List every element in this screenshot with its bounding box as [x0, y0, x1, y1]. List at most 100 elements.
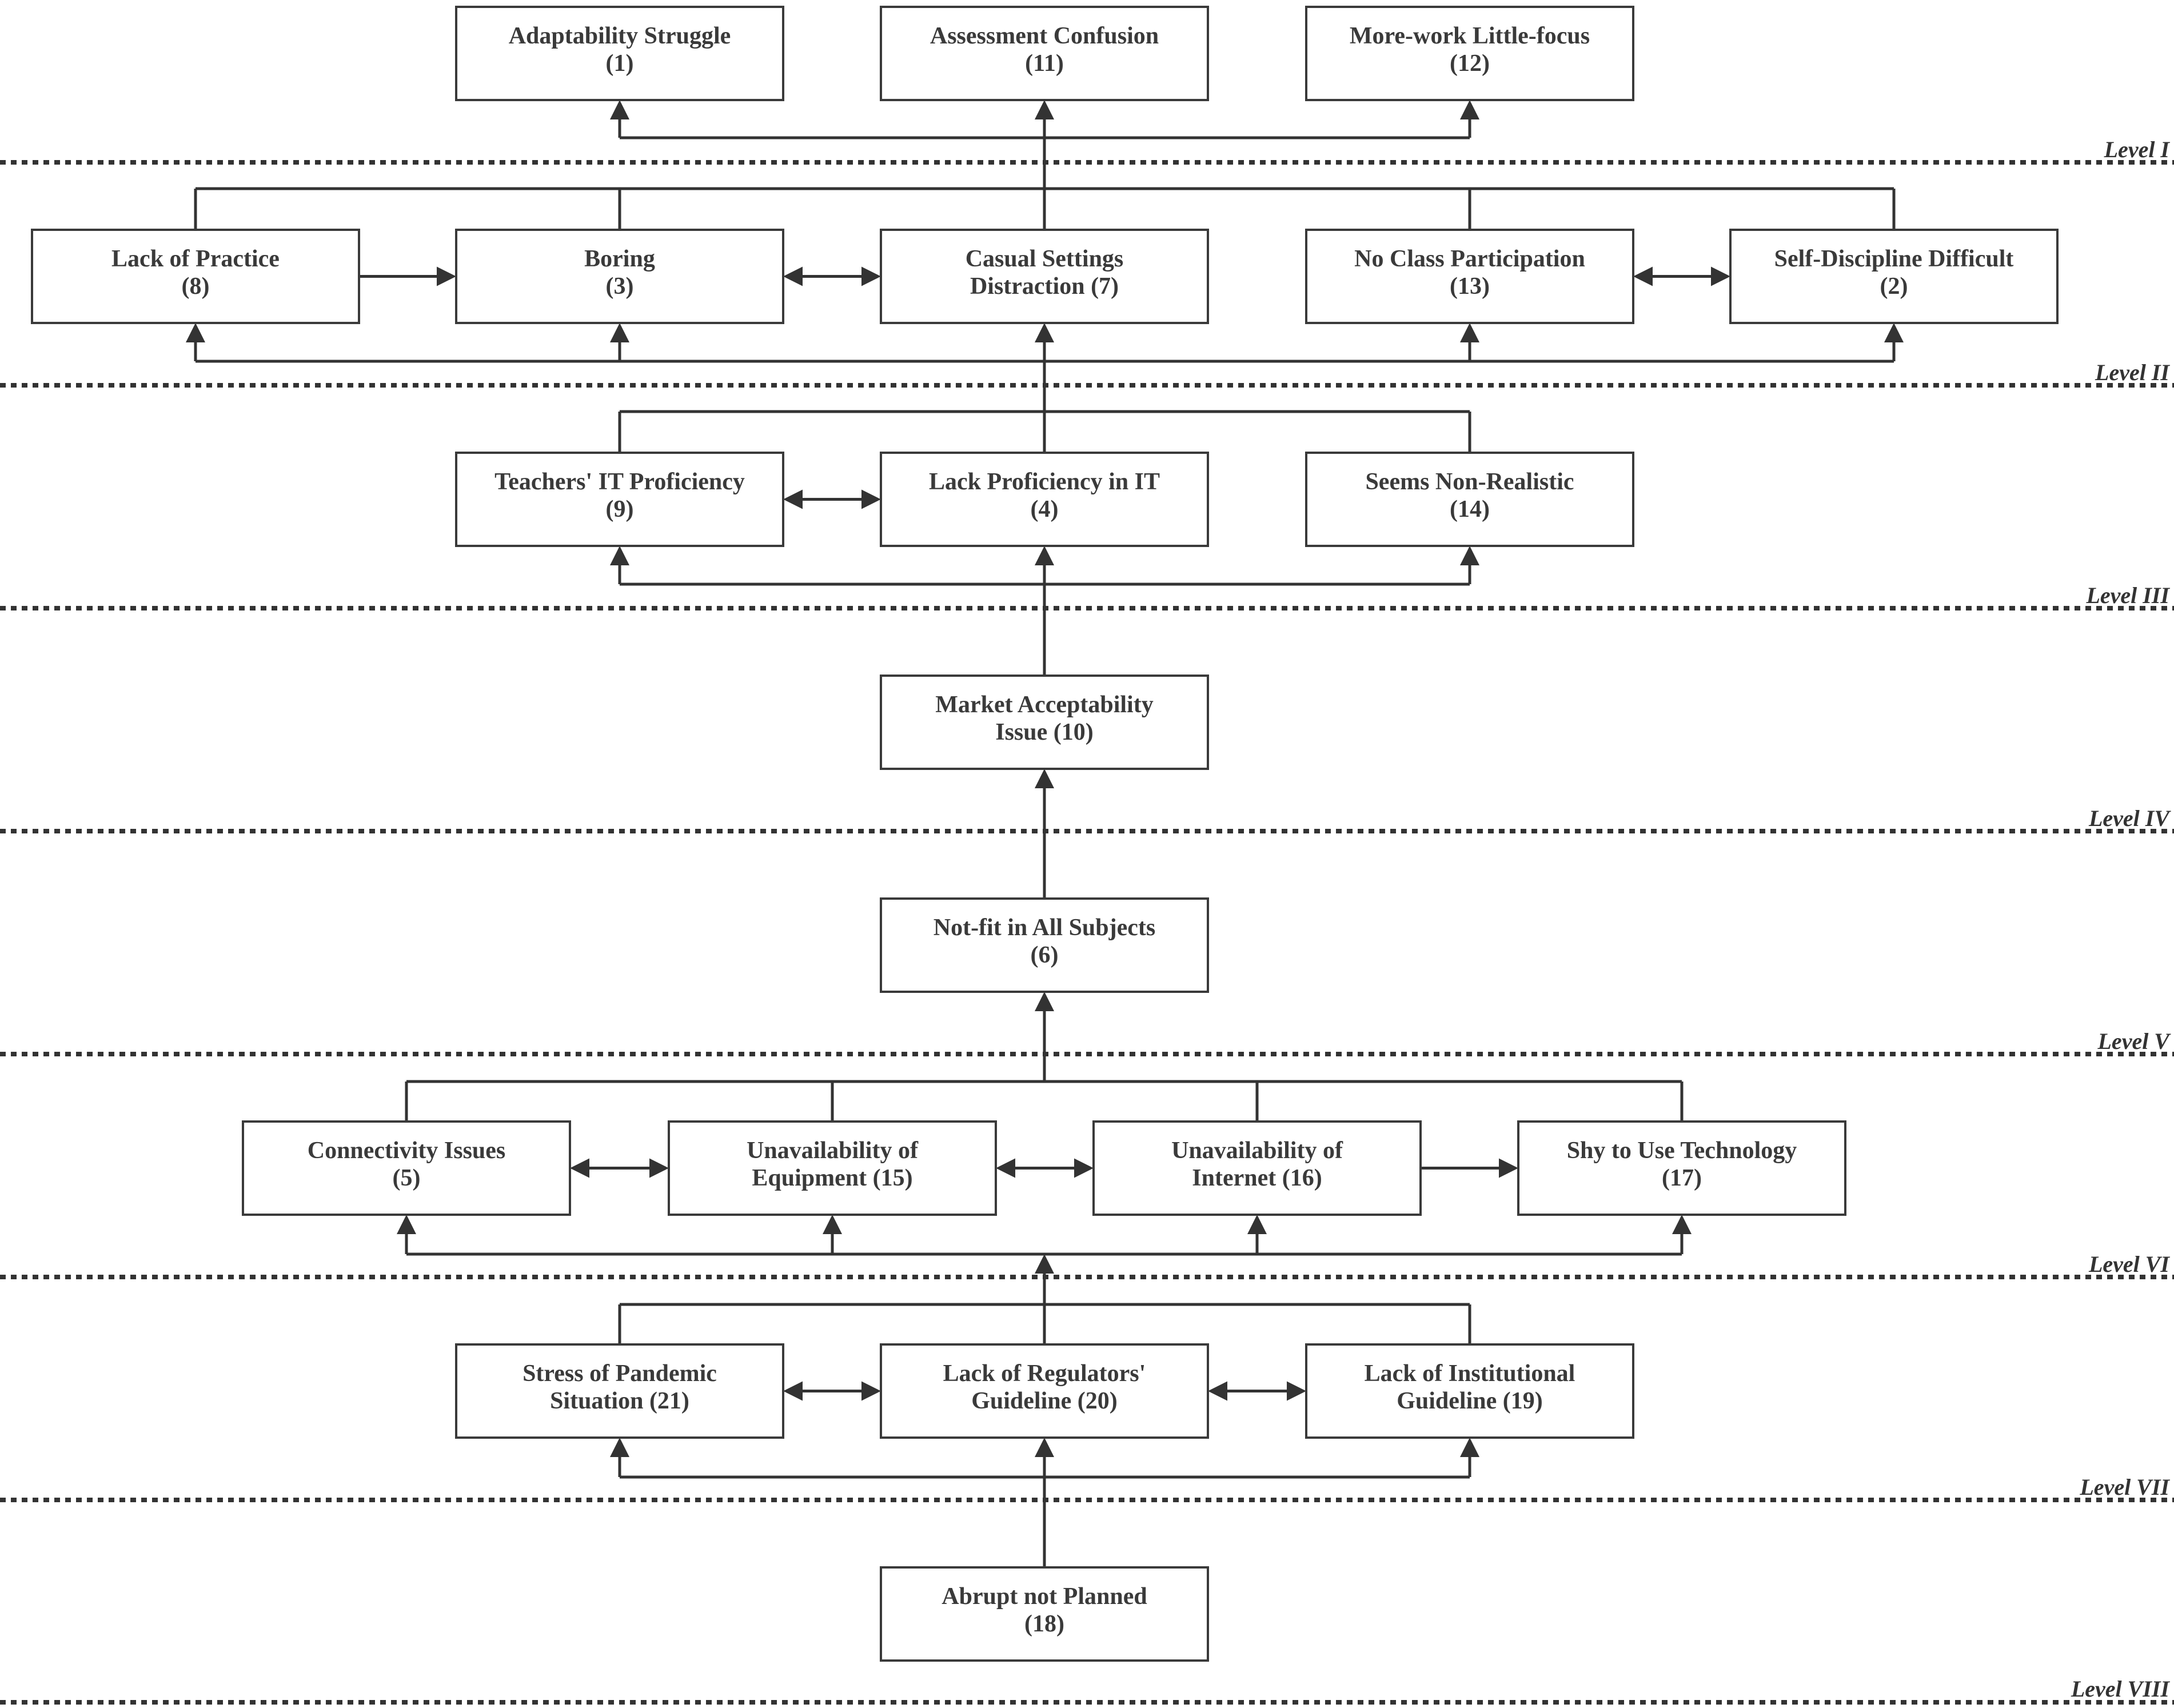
node-label-13-line-2: (13)	[1450, 273, 1490, 300]
node-9: Teachers' IT Proficiency(9)	[455, 452, 784, 547]
node-box-10	[880, 675, 1209, 770]
edge-10-to-9-head	[610, 546, 629, 565]
node-label-11-line-2: (11)	[1025, 50, 1064, 77]
node-label-13-line-1: No Class Participation	[1354, 246, 1585, 272]
node-label-1-line-2: (1)	[606, 50, 634, 77]
node-box-8	[31, 229, 360, 324]
node-label-14-line-2: (14)	[1450, 496, 1490, 522]
node-box-4	[880, 452, 1209, 547]
node-box-18	[880, 1566, 1209, 1662]
node-14: Seems Non-Realistic(14)	[1305, 452, 1634, 547]
node-label-18-line-2: (18)	[1024, 1611, 1064, 1637]
node-label-9-line-2: (9)	[606, 496, 634, 522]
edge-7-to-11-head	[1035, 100, 1054, 119]
node-box-9	[455, 452, 784, 547]
node-label-10-line-1: Market Acceptability	[935, 692, 1153, 718]
node-box-16	[1092, 1120, 1422, 1216]
edge-7-to-12-head	[1460, 100, 1479, 119]
node-label-6-line-1: Not-fit in All Subjects	[934, 915, 1156, 941]
edge-6-to-10-head	[1035, 769, 1054, 788]
edge-10-to-14-head	[1460, 546, 1479, 565]
node-label-7-line-2: Distraction (7)	[970, 273, 1119, 300]
edge-20-19-head-left	[1208, 1381, 1227, 1401]
node-4: Lack Proficiency in IT(4)	[880, 452, 1209, 547]
level-label-1: Level I	[2104, 137, 2171, 162]
edge-level6-to-6-head	[1035, 992, 1054, 1011]
node-box-2	[1729, 229, 2059, 324]
node-label-21-line-2: Situation (21)	[550, 1388, 689, 1414]
node-label-6-line-2: (6)	[1031, 942, 1059, 968]
edge-21-20-head-right	[861, 1381, 881, 1401]
node-box-1	[455, 6, 784, 101]
edge-4-to-13-head	[1460, 323, 1479, 342]
edge-15-16-head-left	[996, 1158, 1015, 1178]
node-17: Shy to Use Technology(17)	[1517, 1120, 1846, 1216]
node-label-19-line-2: Guideline (19)	[1397, 1388, 1543, 1414]
edge-4-to-3-head	[610, 323, 629, 342]
node-13: No Class Participation(13)	[1305, 229, 1634, 324]
node-label-8-line-1: Lack of Practice	[111, 246, 280, 272]
node-box-5	[242, 1120, 571, 1216]
node-label-3-line-1: Boring	[584, 246, 655, 272]
node-label-15-line-1: Unavailability of	[747, 1138, 919, 1164]
node-label-4-line-1: Lack Proficiency in IT	[929, 469, 1160, 495]
node-label-1-line-1: Adaptability Struggle	[509, 23, 731, 49]
edge-20-to-15-head	[823, 1215, 842, 1234]
node-box-14	[1305, 452, 1634, 547]
node-label-12-line-2: (12)	[1450, 50, 1490, 77]
level-label-2: Level II	[2095, 360, 2170, 385]
node-box-20	[880, 1343, 1209, 1439]
node-box-15	[668, 1120, 997, 1216]
node-12: More-work Little-focus(12)	[1305, 6, 1634, 101]
edge-18-to-19-head	[1460, 1438, 1479, 1457]
edge-15-16-head-right	[1074, 1158, 1094, 1178]
node-20: Lack of Regulators'Guideline (20)	[880, 1343, 1209, 1439]
node-label-2-line-2: (2)	[1880, 273, 1908, 300]
node-18: Abrupt not Planned(18)	[880, 1566, 1209, 1662]
edge-4-to-7-head	[1035, 323, 1054, 342]
level-label-5: Level V	[2097, 1028, 2172, 1054]
node-box-7	[880, 229, 1209, 324]
node-6: Not-fit in All Subjects(6)	[880, 897, 1209, 993]
node-label-14-line-1: Seems Non-Realistic	[1365, 469, 1574, 495]
edge-13-2-head-right	[1711, 266, 1730, 286]
node-label-10-line-2: Issue (10)	[995, 719, 1094, 745]
edge-5-15-head-left	[570, 1158, 589, 1178]
node-box-12	[1305, 6, 1634, 101]
node-label-5-line-1: Connectivity Issues	[308, 1138, 506, 1164]
edge-20-to-5-head	[397, 1215, 416, 1234]
node-box-19	[1305, 1343, 1634, 1439]
level-label-4: Level IV	[2088, 805, 2171, 831]
level-label-6: Level VI	[2088, 1251, 2170, 1277]
node-label-18-line-1: Abrupt not Planned	[942, 1583, 1147, 1610]
node-box-17	[1517, 1120, 1846, 1216]
node-11: Assessment Confusion(11)	[880, 6, 1209, 101]
node-3: Boring(3)	[455, 229, 784, 324]
node-box-3	[455, 229, 784, 324]
node-label-16-line-2: Internet (16)	[1192, 1165, 1322, 1191]
edge-21-20-head-left	[783, 1381, 803, 1401]
relation-arrows	[186, 100, 1904, 1567]
node-label-8-line-2: (8)	[182, 273, 210, 300]
node-label-12-line-1: More-work Little-focus	[1350, 23, 1590, 49]
node-box-13	[1305, 229, 1634, 324]
node-8: Lack of Practice(8)	[31, 229, 360, 324]
edge-3-7-head-right	[861, 266, 881, 286]
edge-3-7-head-left	[783, 266, 803, 286]
edge-13-2-head-left	[1633, 266, 1653, 286]
node-5: Connectivity Issues(5)	[242, 1120, 571, 1216]
node-label-20-line-1: Lack of Regulators'	[943, 1360, 1146, 1387]
node-box-6	[880, 897, 1209, 993]
node-1: Adaptability Struggle(1)	[455, 6, 784, 101]
node-label-11-line-1: Assessment Confusion	[930, 23, 1159, 49]
edge-10-to-4-head	[1035, 546, 1054, 565]
edge-5-15-head-right	[649, 1158, 669, 1178]
edge-20-to-16-head	[1247, 1215, 1267, 1234]
node-label-4-line-2: (4)	[1031, 496, 1059, 522]
node-label-21-line-1: Stress of Pandemic	[522, 1360, 717, 1387]
node-label-17-line-2: (17)	[1662, 1165, 1702, 1191]
edge-18-to-20-head	[1035, 1438, 1054, 1457]
